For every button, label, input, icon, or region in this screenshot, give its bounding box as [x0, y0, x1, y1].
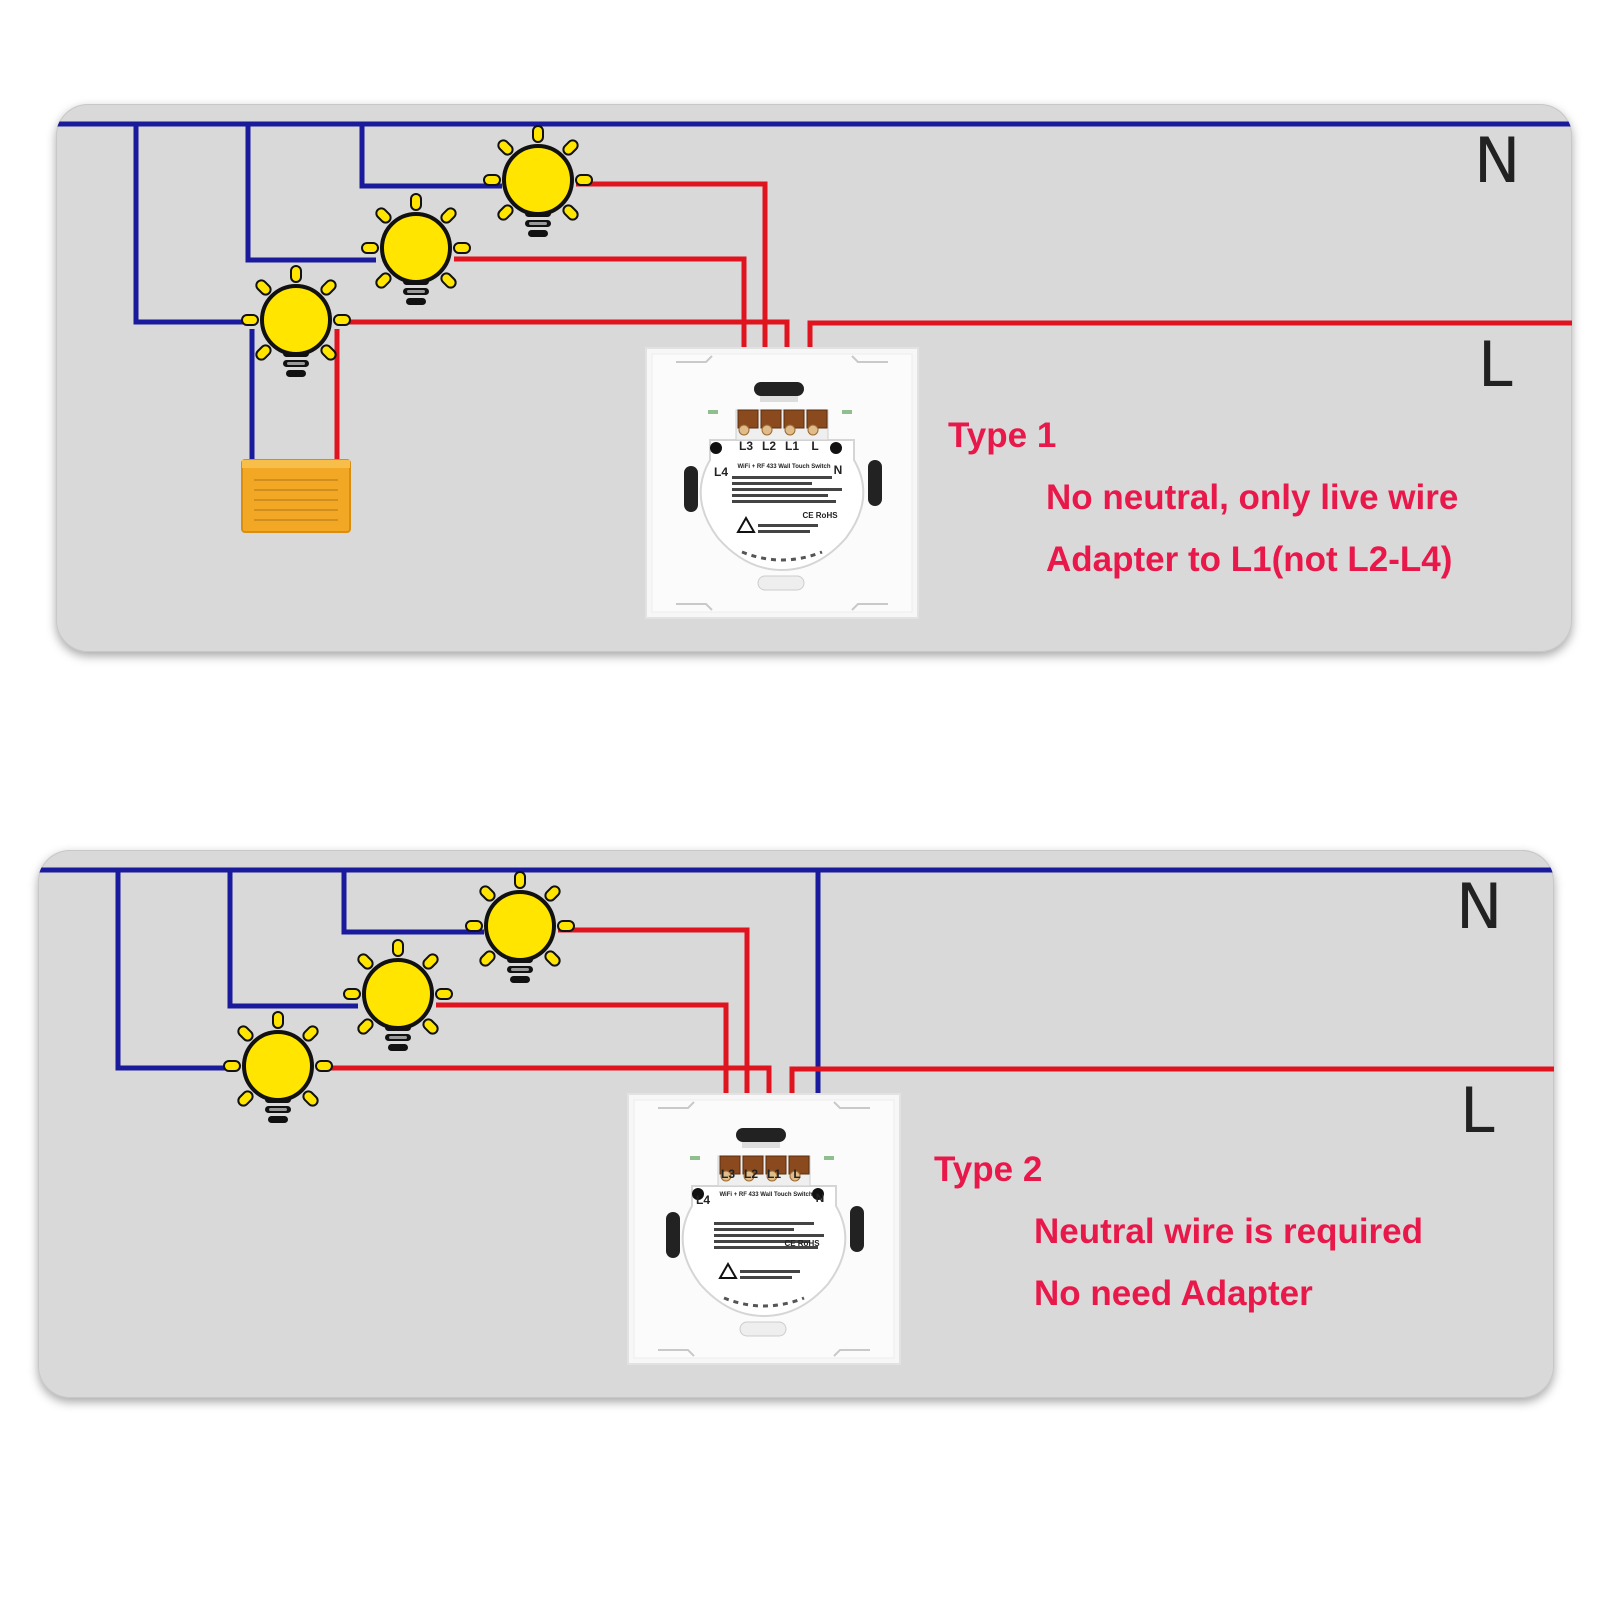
bulb-1 [240, 264, 352, 379]
description-line-2: Adapter to L1(not L2-L4) [1046, 540, 1453, 579]
adapter-capacitor [241, 459, 351, 533]
neutral-drop-bulb-1 [133, 124, 251, 325]
wiring-diagram-type-2 [38, 867, 1554, 1366]
wall-switch [626, 1092, 902, 1366]
description-line-1: No neutral, only live wire [1046, 478, 1459, 517]
neutral-rail-label: N [1474, 124, 1521, 197]
wiring-diagram-type-1 [56, 121, 1572, 620]
neutral-drop-bulb-3 [359, 124, 502, 189]
type-label: Type 2 [934, 1150, 1043, 1189]
live-rail-to-L [807, 320, 1572, 412]
description-line-2: No need Adapter [1034, 1274, 1313, 1313]
type-label: Type 1 [948, 416, 1057, 455]
live-rail-label: L [1478, 328, 1513, 401]
live-rail-to-L [789, 1066, 1554, 1158]
diagram-panel-type-2: N L Type 2 Neutral wire is required No n… [38, 850, 1554, 1398]
live-wires [324, 927, 1554, 1158]
live-rail-label: L [1460, 1074, 1495, 1147]
neutral-wires [56, 121, 1572, 462]
neutral-rail-label: N [1456, 870, 1503, 943]
diagram-panel-type-1: N L Type 1 No neutral, only live wire Ad… [56, 104, 1572, 652]
bulb-2 [342, 938, 454, 1053]
bulb-3 [482, 124, 594, 239]
live-bulb-3-to-L3 [576, 181, 768, 412]
description-line-1: Neutral wire is required [1034, 1212, 1424, 1251]
bulb-2 [360, 192, 472, 307]
neutral-drop-bulb-2 [227, 870, 358, 1009]
neutral-drop-bulb-2 [245, 124, 376, 263]
neutral-drop-bulb-1 [115, 870, 233, 1071]
live-bulb-3-to-L3 [558, 927, 750, 1158]
bulb-1 [222, 1010, 334, 1125]
bulb-3 [464, 870, 576, 985]
wall-switch [644, 346, 920, 620]
neutral-drop-bulb-3 [341, 870, 484, 935]
